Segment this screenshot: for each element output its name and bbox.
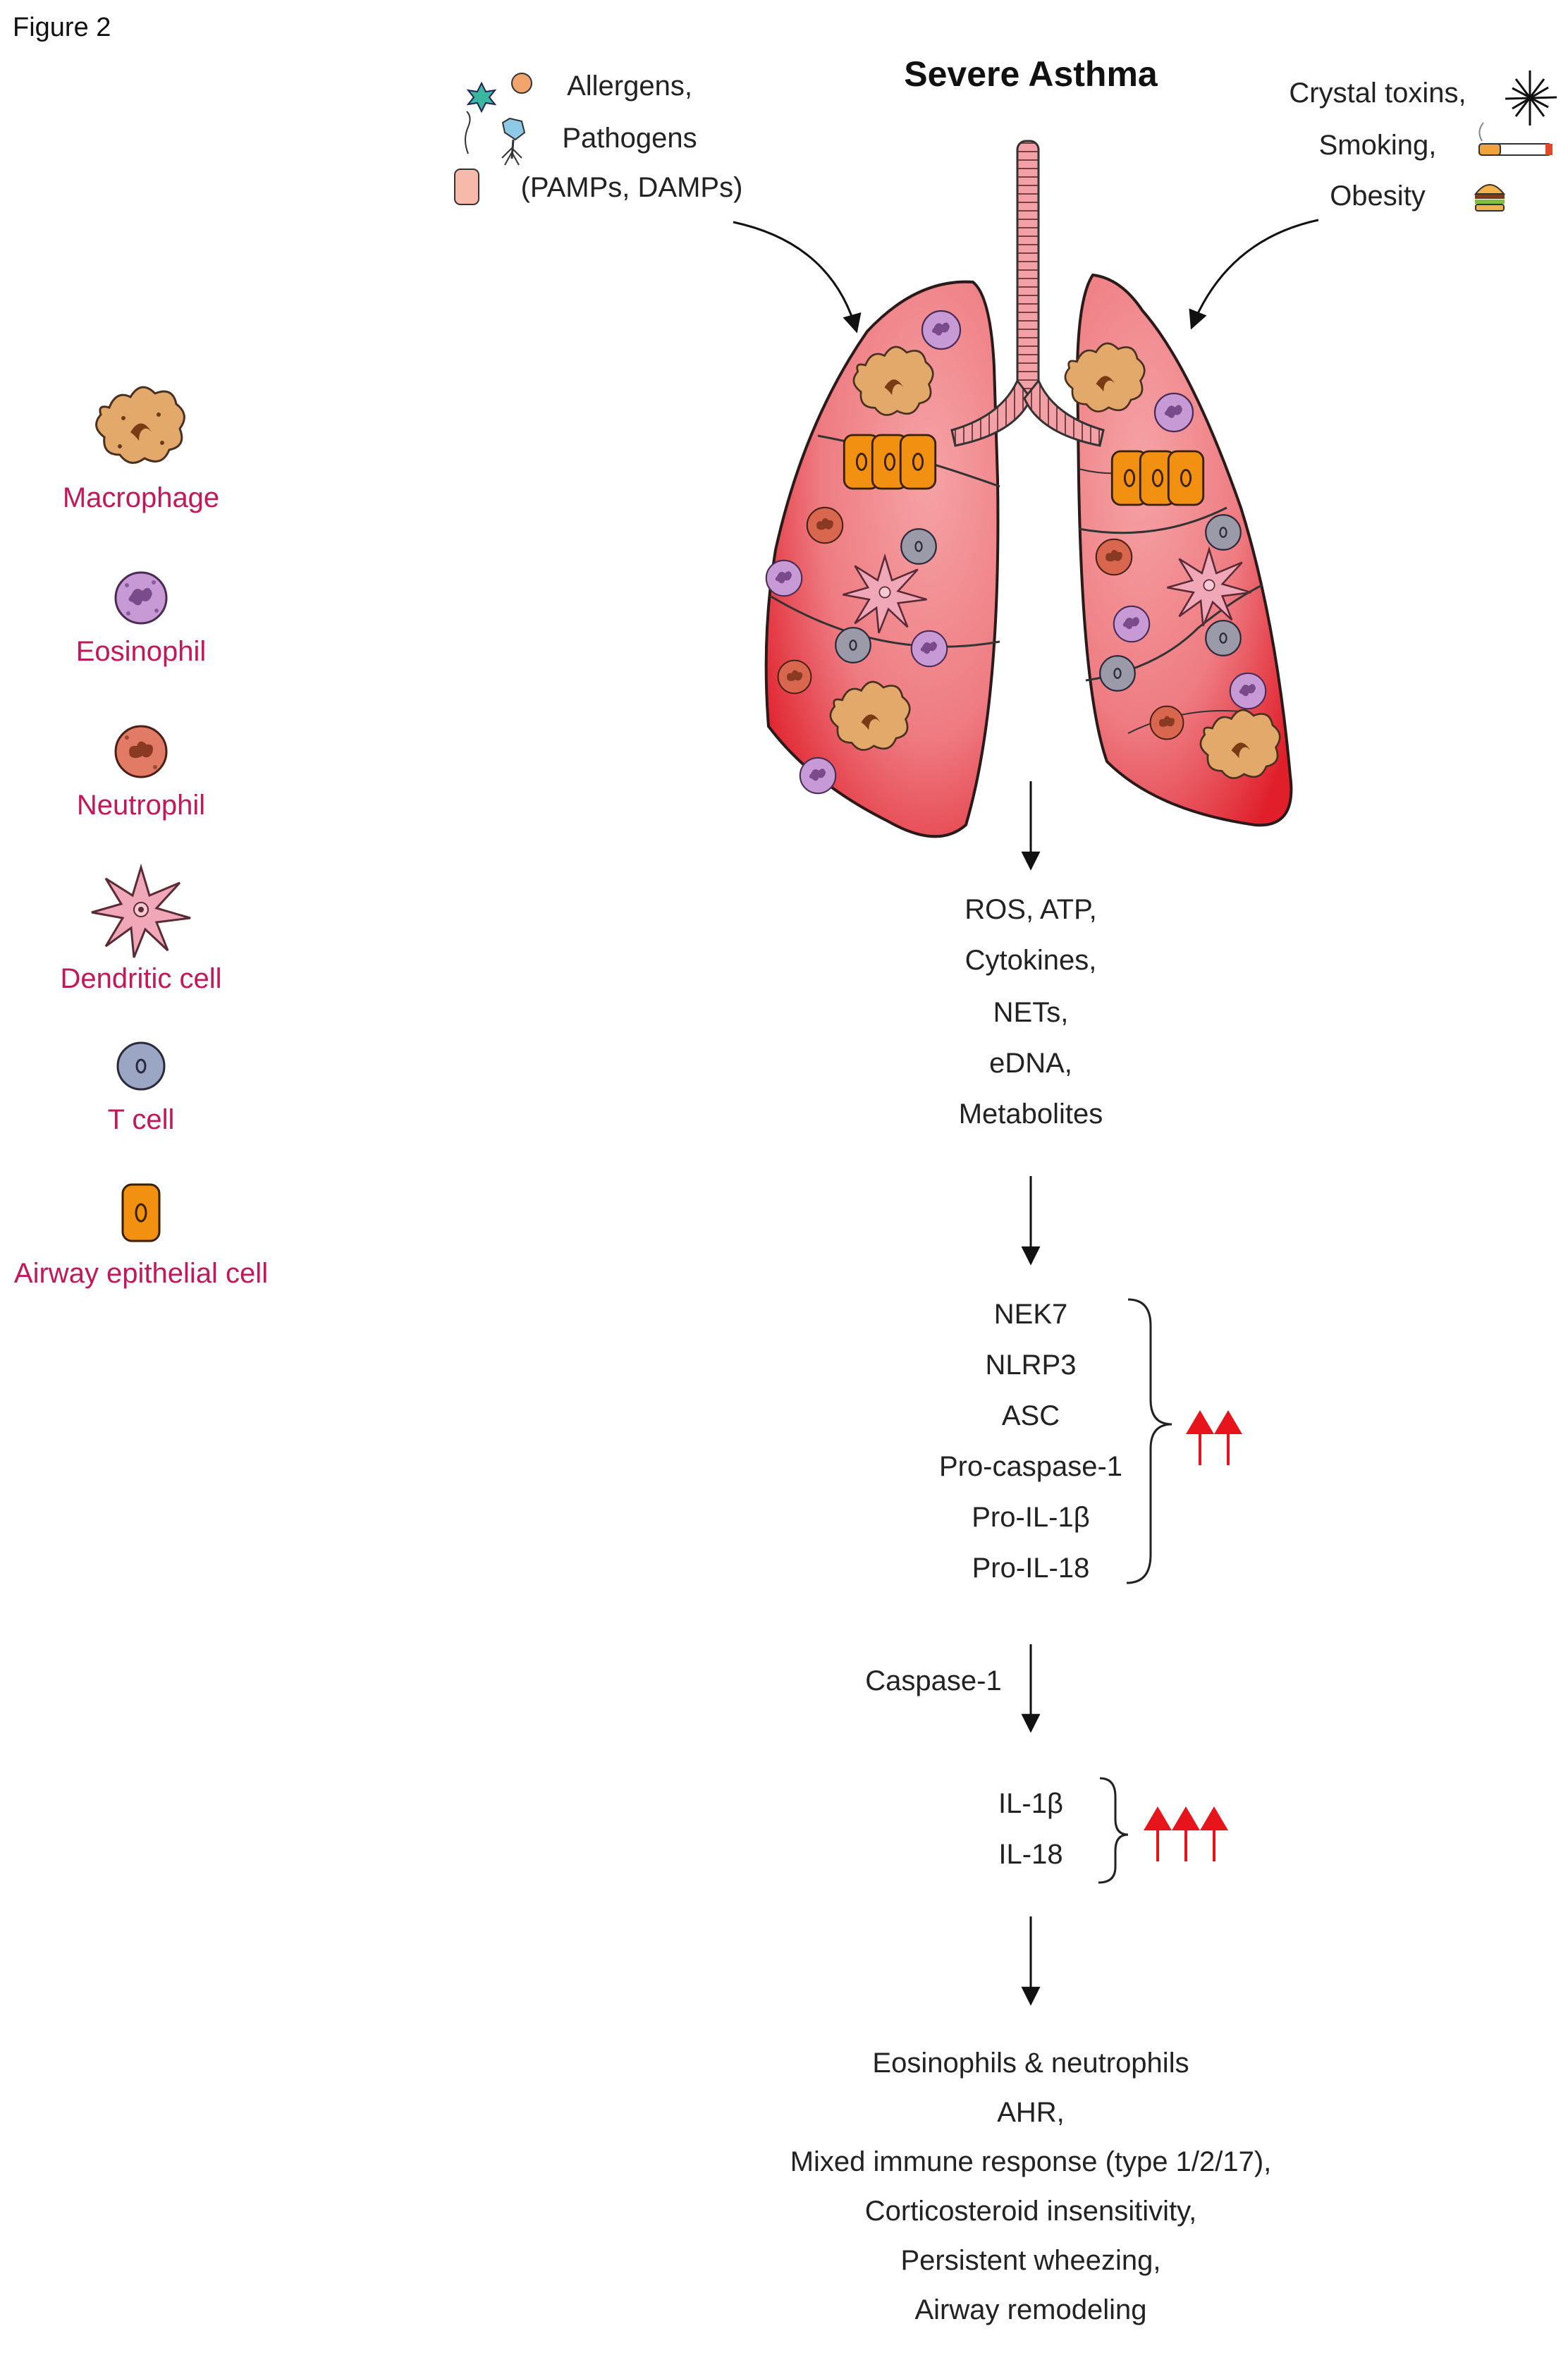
lung-macrophage: [852, 345, 934, 416]
burger-icon: [1474, 184, 1506, 212]
lung-t-cell: [1205, 514, 1242, 551]
lung-t-cell: [835, 627, 871, 663]
outcome-3: Mixed immune response (type 1/2/17),: [790, 2146, 1272, 2177]
right-bronchus: [1023, 379, 1105, 447]
trigger-left-line-2: Pathogens: [562, 123, 697, 154]
trachea: [1016, 140, 1040, 403]
dendritic-cell-icon: [91, 863, 191, 958]
lung-eosinophil: [1153, 392, 1194, 433]
lung-macrophage: [829, 680, 911, 751]
danger-signal-2: Cytokines,: [964, 945, 1097, 976]
right-trigger-arrow: [1189, 219, 1319, 330]
lung-neutrophil: [1095, 538, 1133, 576]
lung-t-cell: [1099, 655, 1136, 692]
legend-label-t-cell: T cell: [107, 1104, 175, 1135]
legend-label-eosinophil: Eosinophil: [75, 636, 207, 667]
diagram-title: Severe Asthma: [904, 54, 1158, 94]
outcome-2: AHR,: [997, 2097, 1065, 2128]
lung-dendritic-cell: [843, 553, 927, 634]
legend-label-dendritic-cell: Dendritic cell: [60, 963, 222, 994]
cytokine-brace: [1098, 1777, 1129, 1884]
inflammasome-brace: [1126, 1298, 1172, 1584]
lung-cells: [765, 310, 1281, 795]
lung-neutrophil: [777, 659, 812, 695]
lung-t-cell: [900, 528, 937, 565]
lung-eosinophil: [1229, 672, 1267, 710]
t-cell-icon: [116, 1041, 166, 1091]
lung-macrophage: [1199, 709, 1281, 779]
trigger-right-line-3: Obesity: [1330, 181, 1426, 212]
outcome-1: Eosinophils & neutrophils: [872, 2048, 1189, 2079]
lung-eosinophil: [765, 559, 803, 597]
lung-t-cell: [1205, 620, 1242, 656]
neutrophil-icon: [114, 725, 168, 778]
cytokine-item-2: IL-18: [998, 1839, 1063, 1870]
up-arrow: [1214, 1410, 1242, 1465]
cytokine-item-1: IL-1β: [998, 1788, 1063, 1819]
outcome-6: Airway remodeling: [914, 2294, 1147, 2325]
inflammasome-item-3: ASC: [1001, 1400, 1060, 1431]
bacterium-icon: [454, 111, 479, 205]
lung-dendritic-cell: [1167, 546, 1251, 627]
legend-label-epithelial-cell: Airway epithelial cell: [13, 1258, 269, 1289]
inflammasome-item-4: Pro-caspase-1: [938, 1451, 1123, 1482]
legend-label-neutrophil: Neutrophil: [76, 790, 206, 821]
crystal-icon: [1505, 71, 1557, 126]
lung-epithelial-cell: [1167, 450, 1205, 506]
inflammasome-item-2: NLRP3: [985, 1350, 1077, 1381]
caspase-label: Caspase-1: [865, 1665, 1002, 1696]
up-arrow: [1186, 1410, 1214, 1465]
lung-macrophage: [1064, 342, 1146, 412]
cigarette-icon: [1478, 122, 1552, 156]
macrophage-icon: [95, 386, 185, 464]
lung-eosinophil: [921, 310, 962, 350]
lung-eosinophil: [910, 630, 948, 668]
left-bronchus: [950, 379, 1032, 447]
lung-neutrophil: [806, 506, 844, 544]
trigger-left-line-1: Allergens,: [567, 71, 692, 102]
figure-label: Figure 2: [13, 13, 111, 42]
trigger-left-line-3: (PAMPs, DAMPs): [520, 172, 743, 203]
trigger-right-line-1: Crystal toxins,: [1289, 78, 1466, 109]
lung-eosinophil: [799, 757, 837, 795]
inflammasome-upregulation-arrows: [1186, 1410, 1242, 1465]
lung-neutrophil: [1149, 705, 1184, 740]
inflammasome-item-6: Pro-IL-18: [972, 1553, 1090, 1584]
virus-phage-icon: [501, 117, 526, 166]
outcome-5: Persistent wheezing,: [900, 2245, 1161, 2276]
inflammasome-item-1: NEK7: [993, 1299, 1068, 1330]
outcome-4: Corticosteroid insensitivity,: [864, 2196, 1197, 2227]
trigger-right-line-2: Smoking,: [1318, 130, 1437, 161]
up-arrow: [1200, 1806, 1228, 1861]
cytokine-upregulation-arrows: [1144, 1806, 1228, 1861]
left-trigger-arrow: [733, 221, 862, 334]
danger-signal-3: NETs,: [993, 997, 1069, 1028]
danger-signal-1: ROS, ATP,: [964, 894, 1097, 925]
lung-eosinophil: [1113, 605, 1151, 643]
legend-label-macrophage: Macrophage: [62, 482, 220, 513]
inflammasome-item-5: Pro-IL-1β: [972, 1502, 1090, 1533]
danger-signal-4: eDNA,: [989, 1048, 1072, 1079]
allergen-star-icon: [466, 81, 497, 114]
pollen-icon: [511, 73, 532, 94]
danger-signal-5: Metabolites: [958, 1099, 1103, 1130]
up-arrow: [1144, 1806, 1172, 1861]
up-arrow: [1172, 1806, 1200, 1861]
eosinophil-icon: [114, 571, 168, 625]
epithelial-cell-icon: [121, 1183, 161, 1242]
lung-epithelial-cell: [899, 434, 937, 490]
